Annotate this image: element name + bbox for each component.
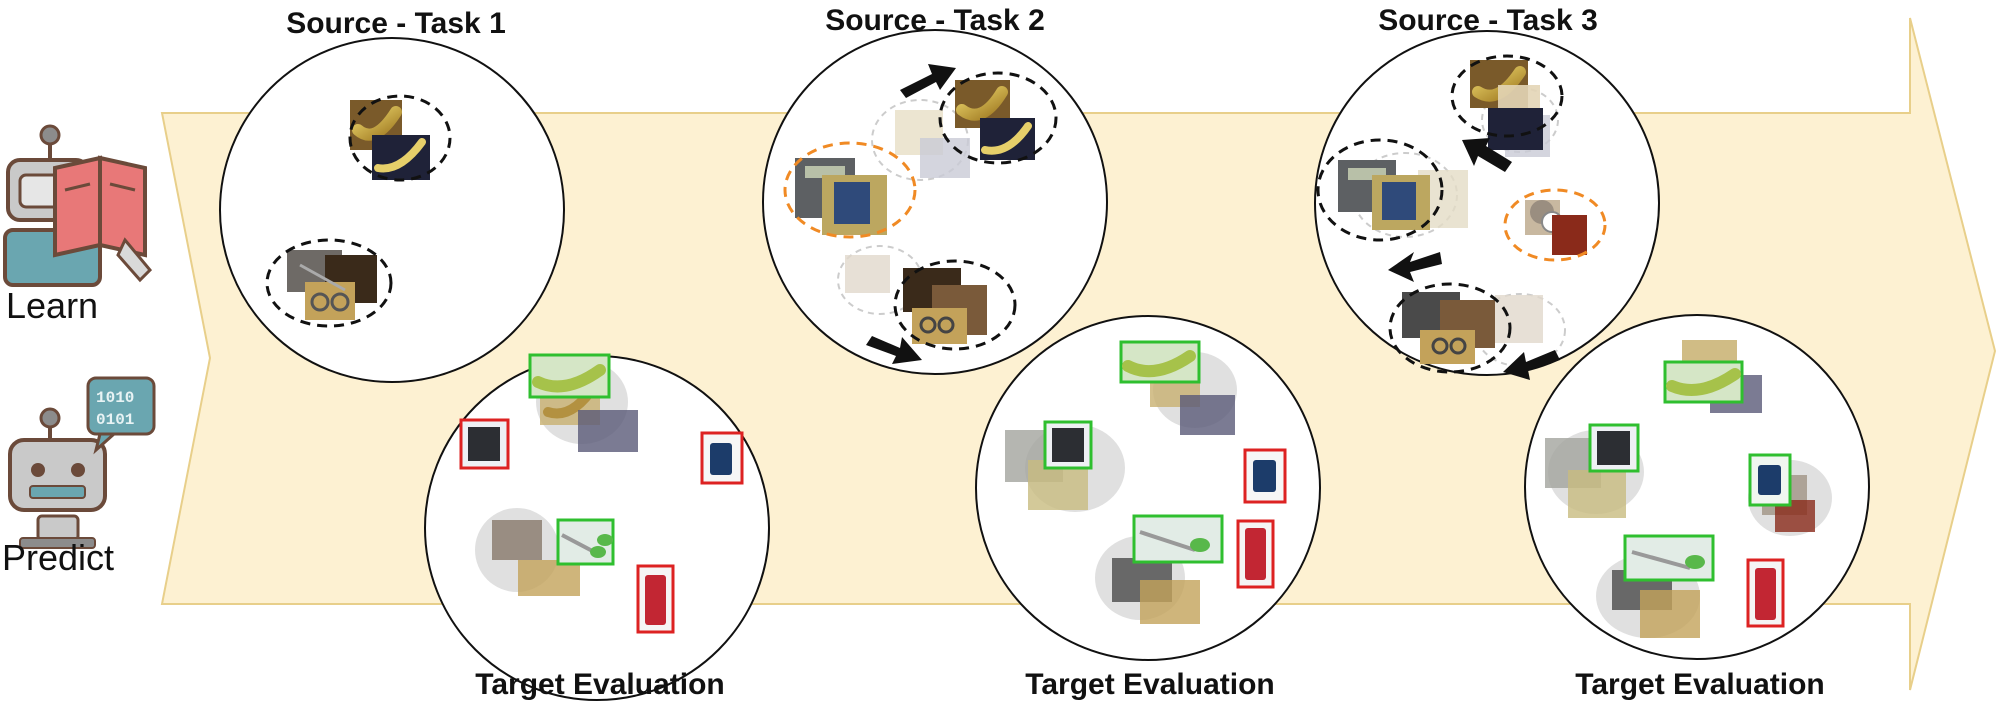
svg-text:1010: 1010	[96, 389, 134, 407]
source-task-1-title: Source - Task 1	[286, 7, 506, 40]
banana-cluster	[348, 94, 452, 182]
scissors-cluster	[893, 259, 1017, 351]
learn-label: Learn	[6, 285, 98, 326]
robot-reading-book-icon	[3, 124, 153, 287]
source-task-3-circle	[1314, 30, 1660, 376]
source-task-1-circle	[219, 37, 565, 383]
movement-arrow-icon	[866, 336, 922, 364]
mug-prediction-box-wrong	[1243, 448, 1287, 504]
calculator-cluster	[1316, 138, 1444, 242]
calculator-cluster-new	[783, 141, 917, 239]
scissors-prediction-box-correct	[1132, 514, 1224, 564]
movement-arrow-icon	[1388, 252, 1442, 282]
target-evaluation-2-title: Target Evaluation	[1025, 668, 1275, 701]
movement-arrow-icon	[900, 64, 956, 98]
predict-label: Predict	[2, 537, 114, 578]
banana-cluster	[938, 71, 1058, 165]
scissors-cluster	[1388, 282, 1512, 374]
movement-arrow-icon	[1462, 138, 1512, 172]
scissors-cluster	[265, 238, 393, 328]
target-evaluation-1-title: Target Evaluation	[475, 668, 725, 701]
target-evaluation-3-title: Target Evaluation	[1575, 668, 1825, 701]
svg-text:0101: 0101	[96, 411, 134, 429]
banana-cluster	[1450, 54, 1564, 150]
robot-binary-speech-icon: 1010 0101	[8, 376, 156, 549]
scissors-prediction-box-correct	[1623, 534, 1715, 582]
movement-arrow-icon	[1503, 350, 1560, 380]
mug-cluster-new	[1503, 188, 1607, 262]
